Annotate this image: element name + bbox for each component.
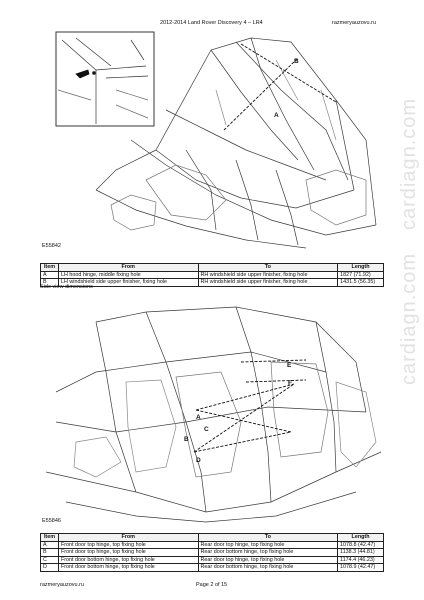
cell-length: 1078.9 (42.47): [337, 563, 384, 572]
cell-from: Front door bottom hinge, top fixing hole: [57, 563, 199, 572]
column-header-to: To: [197, 263, 339, 272]
cell-length: 1431.5 (56.35): [337, 278, 384, 287]
cell-item: A: [40, 270, 59, 280]
dimensions-table-2: Item From To Length A Front door top hin…: [40, 533, 384, 572]
dimension-line-b: [240, 43, 337, 103]
callout-e: E: [287, 362, 292, 369]
callout-c: C: [204, 426, 209, 433]
column-header-from: From: [57, 533, 199, 542]
table-row: C Front door bottom hinge, top fixing ho…: [40, 555, 384, 565]
hinge-detail-inset: [55, 31, 155, 127]
cell-to: RH windshield side upper finisher, fixin…: [197, 278, 339, 287]
table-row: D Front door bottom hinge, top fixing ho…: [40, 563, 384, 572]
table-row: A Front door top hinge, top fixing hole …: [40, 540, 384, 550]
cell-length: 1174.4 (46.23): [337, 555, 384, 565]
callout-d: D: [196, 457, 201, 464]
cell-item: C: [40, 555, 59, 565]
body-structure-side-illustration: A B C D E F: [36, 302, 388, 524]
table-row: B Front door top hinge, top fixing hole …: [40, 548, 384, 557]
cell-to: Rear door bottom hinge, top fixing hole: [197, 548, 339, 557]
table-header-row: Item From To Length: [40, 533, 384, 542]
dimension-line-e: [240, 359, 307, 363]
dimension-line-a: [195, 383, 295, 411]
cell-to: RH windshield side upper finisher, fixin…: [197, 270, 339, 280]
table-row: B LH windshield side upper finisher, fix…: [40, 278, 384, 287]
cell-to: Rear door top hinge, top fixing hole: [197, 540, 339, 550]
watermark-text: cardiagn.com: [398, 252, 420, 385]
callout-a: A: [196, 414, 201, 421]
dimension-line-a: [223, 57, 299, 131]
header-site: razmeryauzovu.ru: [332, 20, 377, 26]
column-header-to: To: [197, 533, 339, 542]
callout-a: A: [274, 112, 279, 119]
table-header-row: Item From To Length: [40, 263, 384, 272]
column-header-length: Length: [337, 263, 384, 272]
cell-length: 1138.3 (44.81): [337, 548, 384, 557]
page-header: 2012-2014 Land Rover Discovery 4 – LR4 r…: [0, 18, 424, 30]
cell-from: Front door bottom hinge, top fixing hole: [57, 555, 199, 565]
dimension-line-d: [193, 431, 292, 453]
document-title: 2012-2014 Land Rover Discovery 4 – LR4: [160, 20, 263, 26]
cell-from: Front door top hinge, top fixing hole: [57, 548, 199, 557]
column-header-item: Item: [40, 263, 59, 272]
callout-f: F: [288, 380, 292, 387]
dimension-line-b: [195, 409, 292, 433]
cell-item: D: [40, 563, 59, 572]
cell-length: 1827 (71.92): [337, 270, 384, 280]
cell-from: Front door top hinge, top fixing hole: [57, 540, 199, 550]
body-structure-front-illustration: A B: [36, 30, 388, 252]
dimension-line-f: [245, 379, 307, 383]
cell-to: Rear door top hinge, top fixing hole: [197, 555, 339, 565]
cell-item: B: [40, 278, 59, 287]
callout-b: B: [184, 436, 189, 443]
column-header-from: From: [57, 263, 199, 272]
cell-to: Rear door bottom hinge, top fixing hole: [197, 563, 339, 572]
callout-b: B: [294, 58, 299, 65]
footer-source: razmeryauzovu.ru: [40, 582, 85, 588]
figure-code: E55846: [42, 518, 61, 524]
cell-from: LH hood hinge, middle fixing hole: [57, 270, 199, 280]
figure-code: E55842: [42, 243, 61, 249]
arrow-icon: [75, 69, 90, 79]
cell-item: A: [40, 540, 59, 550]
dimensions-table-1: Item From To Length A LH hood hinge, mid…: [40, 263, 384, 287]
column-header-length: Length: [337, 533, 384, 542]
dimension-line-c: [193, 383, 295, 453]
column-header-item: Item: [40, 533, 59, 542]
watermark-text: cardiagn.com: [398, 97, 420, 230]
table-note: Side view dimensions: [40, 284, 93, 290]
page-number: Page 2 of 15: [196, 582, 228, 588]
cell-item: B: [40, 548, 59, 557]
table-row: A LH hood hinge, middle fixing hole RH w…: [40, 270, 384, 280]
cell-length: 1078.8 (42.47): [337, 540, 384, 550]
